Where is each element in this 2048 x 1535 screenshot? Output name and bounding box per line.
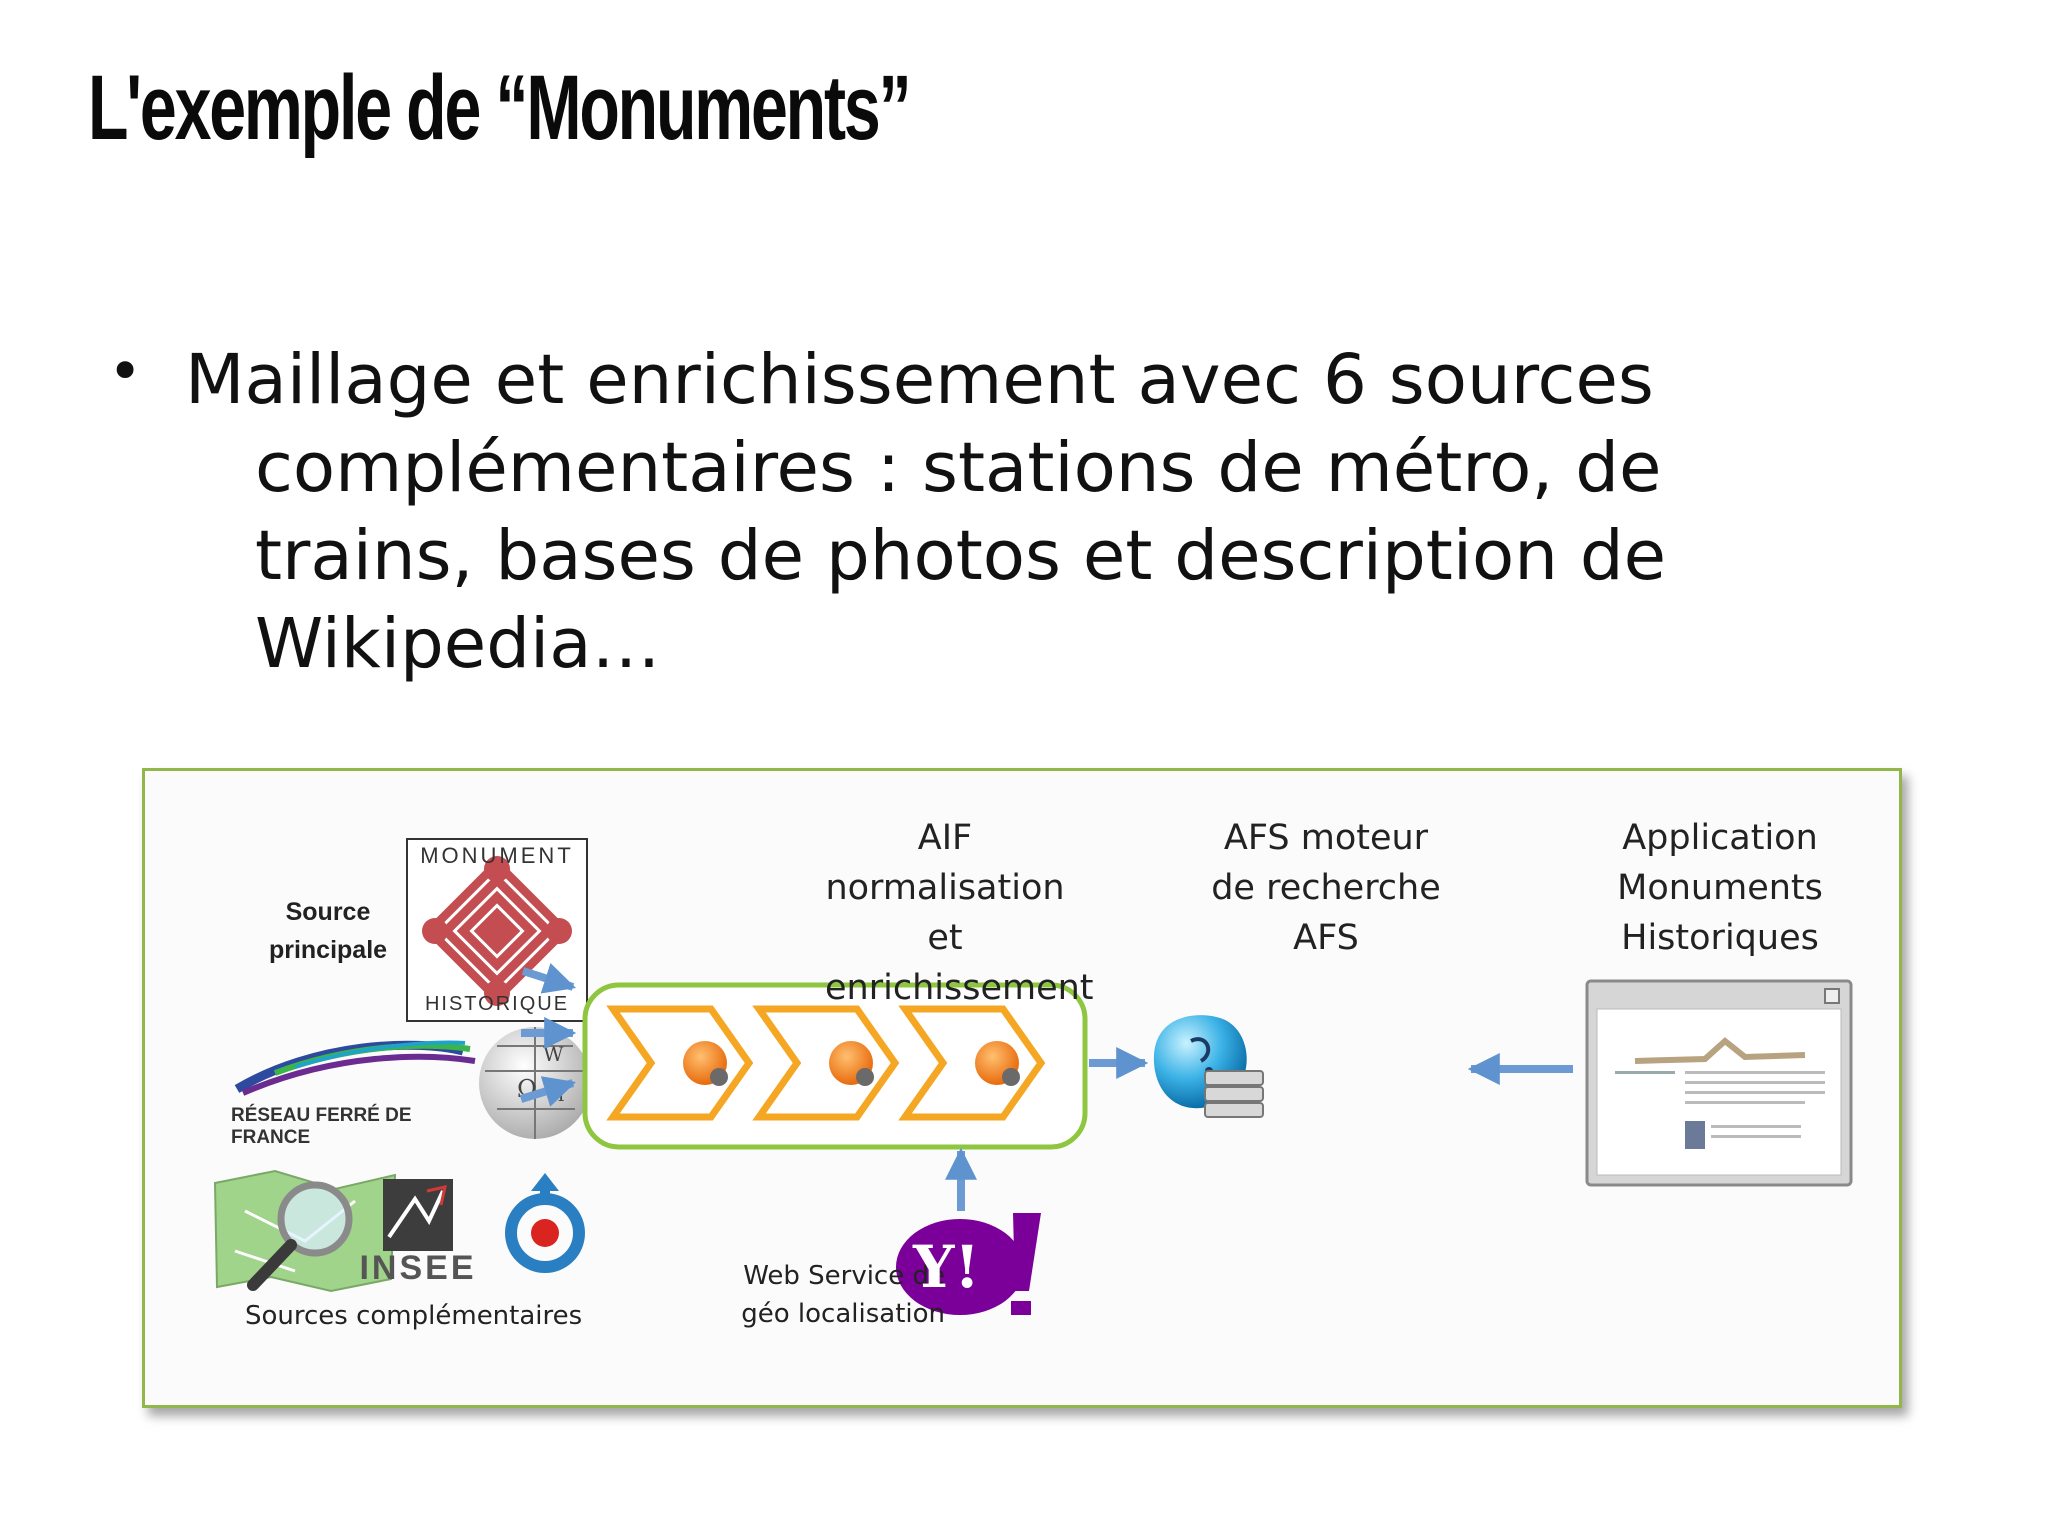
aif-pipeline — [582, 982, 1088, 1150]
architecture-diagram: Ω W И — [142, 768, 1902, 1408]
wikimedia-commons-icon — [505, 1173, 585, 1273]
geolocation-service-label: Web Service de géo localisation — [741, 1261, 945, 1329]
svg-text:W: W — [543, 1042, 564, 1066]
monument-logo-top-text: MONUMENT — [420, 843, 574, 868]
insee-logo — [383, 1179, 453, 1251]
openstreetmap-icon — [213, 1169, 397, 1293]
source-principale-label: Source principale — [268, 898, 388, 964]
insee-logo-text: INSEE — [359, 1249, 477, 1287]
monument-logo-bottom-text: HISTORIQUE — [424, 993, 570, 1015]
afs-stage-label: AFS moteur de recherche AFS — [1211, 818, 1441, 958]
application-stage-label: Application Monuments Historiques — [1617, 818, 1823, 958]
slide-title: L'exemple de “Monuments” — [88, 57, 912, 159]
rff-logo-text: RÉSEAU FERRÉ DE FRANCE — [231, 1105, 412, 1148]
bullet-marker: • — [108, 337, 143, 405]
bullet-text: Maillage et enrichissement avec 6 source… — [185, 340, 1667, 684]
wikipedia-globe-icon: Ω W И — [479, 1027, 591, 1139]
yahoo-logo — [896, 1213, 1041, 1315]
sources-complementaires-label: Sources complémentaires — [245, 1301, 583, 1331]
input-arrows — [519, 962, 577, 1107]
aif-stage-label: AIF normalisation et enrichissement — [825, 818, 1094, 1008]
yahoo-logo-text: Y! — [913, 1233, 980, 1301]
monument-historique-logo — [406, 838, 588, 1022]
afs-search-engine-icon — [1153, 1015, 1264, 1118]
rff-logo — [234, 1040, 476, 1096]
web-browser-screenshot — [1585, 979, 1853, 1187]
